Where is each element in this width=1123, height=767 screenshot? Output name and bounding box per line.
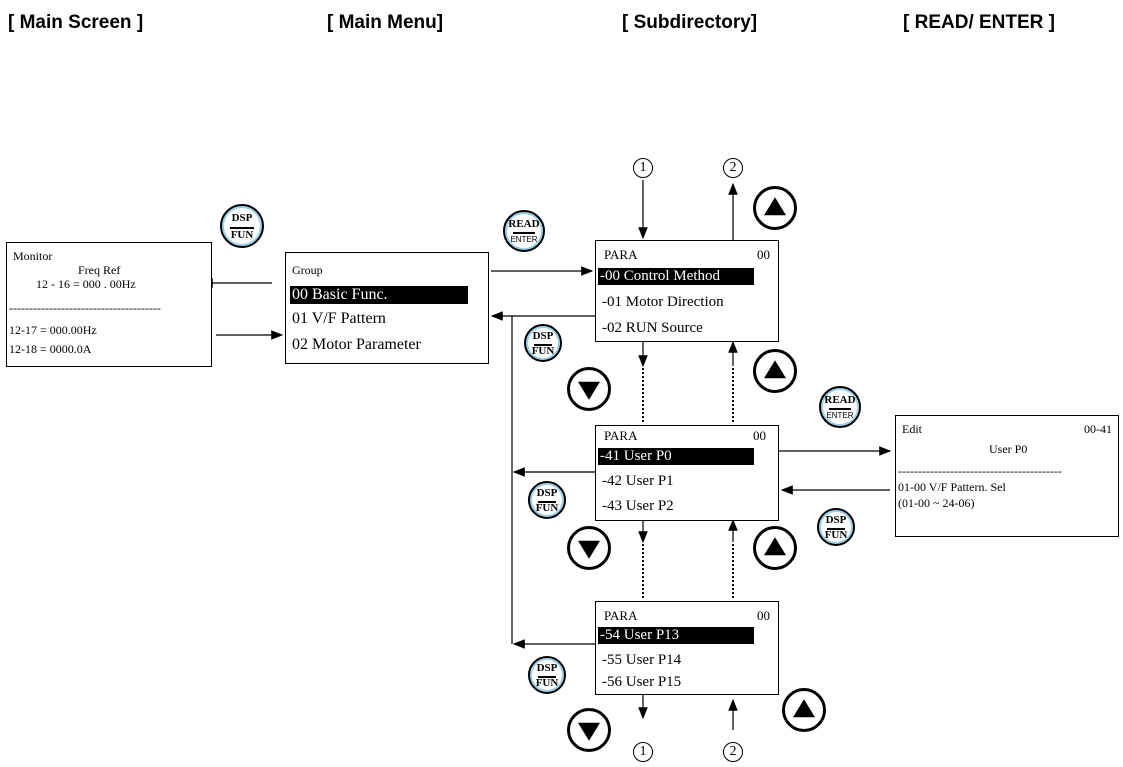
- para-code: 00: [753, 428, 766, 443]
- group-item[interactable]: 02 Motor Parameter: [292, 336, 421, 353]
- fun-label: FUN: [531, 345, 555, 357]
- para-item[interactable]: -43 User P2: [602, 498, 674, 514]
- para-item[interactable]: -01 Motor Direction: [602, 294, 724, 310]
- para-item-selected[interactable]: -00 Control Method: [598, 268, 754, 285]
- para-item[interactable]: -55 User P14: [602, 652, 682, 668]
- para-item[interactable]: -56 User P15: [602, 674, 682, 690]
- group-item[interactable]: 01 V/F Pattern: [292, 310, 386, 327]
- dsp-fun-key[interactable]: DSP FUN: [528, 481, 566, 519]
- monitor-divider: --------------------------------------: [9, 301, 161, 315]
- monitor-title: Monitor: [13, 249, 53, 263]
- down-triangle-icon: [578, 381, 600, 400]
- dsp-fun-key[interactable]: DSP FUN: [524, 324, 562, 362]
- para-screen-3: PARA 00 -54 User P13 -55 User P14 -56 Us…: [595, 601, 779, 695]
- dsp-fun-key[interactable]: DSP FUN: [528, 656, 566, 694]
- dsp-label: DSP: [231, 212, 253, 224]
- monitor-line-2: 12-17 = 000.00Hz: [9, 323, 97, 337]
- up-arrow-key[interactable]: [753, 186, 797, 230]
- para-code: 00: [757, 247, 770, 262]
- edit-title: Edit: [902, 422, 922, 436]
- enter-label: ENTER: [826, 411, 854, 420]
- read-label: READ: [508, 218, 540, 230]
- para-title: PARA: [604, 428, 638, 443]
- up-arrow-key[interactable]: [782, 688, 826, 732]
- monitor-freq-line: 12 - 16 = 000 . 00Hz: [36, 277, 136, 291]
- marker-two: 2: [723, 158, 743, 178]
- up-triangle-icon: [793, 699, 815, 718]
- dsp-label: DSP: [536, 662, 558, 674]
- para-item-selected[interactable]: -41 User P0: [598, 448, 754, 465]
- group-menu: Group 00 Basic Func. 01 V/F Pattern 02 M…: [285, 252, 489, 364]
- up-triangle-icon: [764, 197, 786, 216]
- down-arrow-key[interactable]: [567, 367, 611, 411]
- para-title: PARA: [604, 247, 638, 262]
- read-enter-key[interactable]: READ ENTER: [503, 210, 545, 252]
- dsp-label: DSP: [536, 487, 558, 499]
- edit-divider: ----------------------------------------…: [898, 464, 1062, 478]
- fun-label: FUN: [535, 502, 559, 514]
- marker-one: 1: [633, 158, 653, 178]
- marker-two: 2: [723, 742, 743, 762]
- up-triangle-icon: [764, 360, 786, 379]
- marker-one: 1: [633, 742, 653, 762]
- fun-label: FUN: [535, 677, 559, 689]
- read-label: READ: [824, 394, 856, 406]
- header-main-menu: [ Main Menu]: [327, 12, 444, 33]
- up-arrow-key[interactable]: [753, 349, 797, 393]
- up-arrow-key[interactable]: [753, 526, 797, 570]
- para-title: PARA: [604, 608, 638, 623]
- group-item-selected[interactable]: 00 Basic Func.: [290, 286, 468, 304]
- enter-label: ENTER: [510, 235, 538, 244]
- edit-code: 00-41: [1084, 422, 1112, 436]
- down-arrow-key[interactable]: [567, 526, 611, 570]
- para-screen-2: PARA 00 -41 User P0 -42 User P1 -43 User…: [595, 425, 779, 521]
- monitor-freq-ref: Freq Ref: [78, 263, 121, 277]
- dsp-label: DSP: [825, 514, 847, 526]
- read-enter-key[interactable]: READ ENTER: [819, 386, 861, 428]
- edit-screen: Edit 00-41 User P0 ---------------------…: [895, 415, 1119, 537]
- monitor-screen: Monitor Freq Ref 12 - 16 = 000 . 00Hz --…: [6, 242, 212, 367]
- header-main-screen: [ Main Screen ]: [8, 12, 144, 33]
- group-title: Group: [292, 263, 323, 277]
- dsp-fun-key[interactable]: DSP FUN: [817, 508, 855, 546]
- para-screen-1: PARA 00 -00 Control Method -01 Motor Dir…: [595, 240, 779, 342]
- edit-param: 01-00 V/F Pattern. Sel: [898, 480, 1006, 494]
- monitor-line-3: 12-18 = 0000.0A: [9, 342, 92, 356]
- header-subdirectory: [ Subdirectory]: [622, 12, 758, 33]
- up-triangle-icon: [764, 537, 786, 556]
- dsp-label: DSP: [532, 330, 554, 342]
- para-code: 00: [757, 608, 770, 623]
- dsp-fun-key[interactable]: DSP FUN: [220, 204, 264, 248]
- down-triangle-icon: [578, 722, 600, 741]
- down-triangle-icon: [578, 540, 600, 559]
- para-item[interactable]: -42 User P1: [602, 473, 674, 489]
- para-item-selected[interactable]: -54 User P13: [598, 627, 754, 644]
- header-read-enter: [ READ/ ENTER ]: [903, 12, 1055, 33]
- para-item[interactable]: -02 RUN Source: [602, 320, 703, 336]
- fun-label: FUN: [824, 529, 848, 541]
- fun-label: FUN: [230, 229, 254, 241]
- edit-name: User P0: [989, 442, 1028, 456]
- edit-range: (01-00 ~ 24-06): [898, 496, 975, 510]
- down-arrow-key[interactable]: [567, 708, 611, 752]
